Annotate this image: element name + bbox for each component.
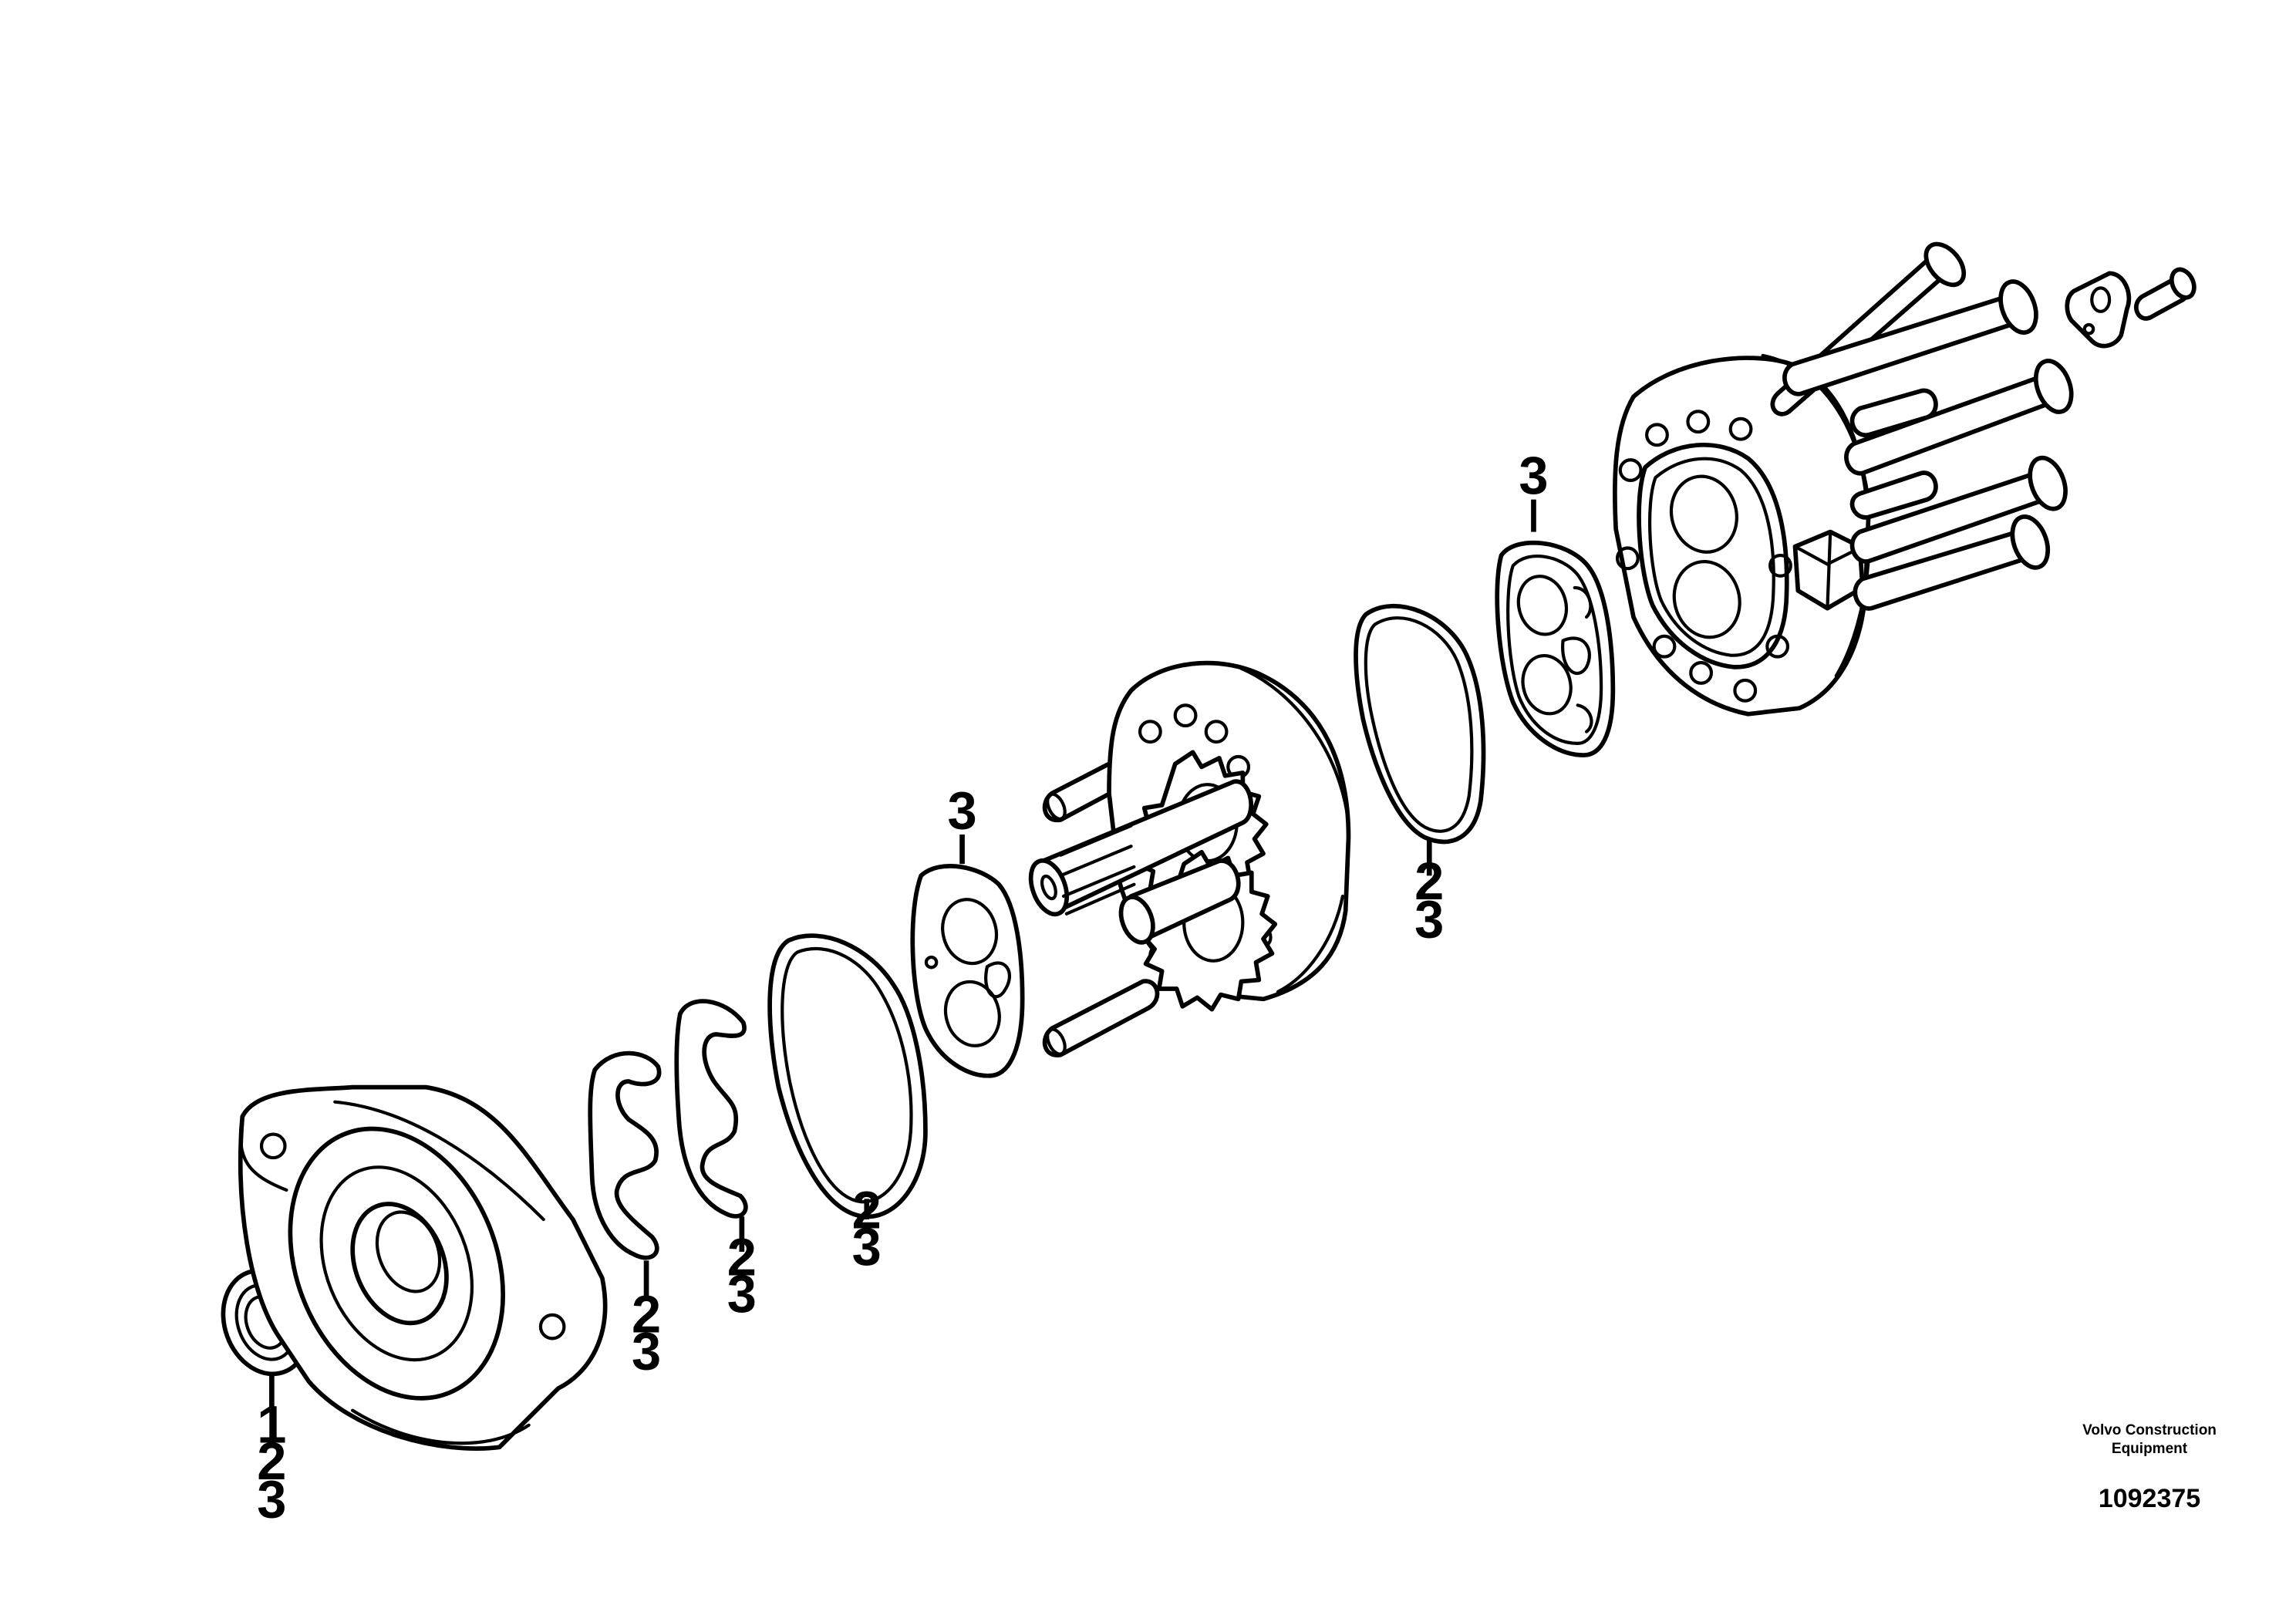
brand-line: Volvo Construction bbox=[2082, 1422, 2217, 1438]
flange-housing bbox=[238, 1084, 608, 1451]
callout-line: 2 bbox=[727, 1227, 757, 1286]
rear-cover bbox=[1612, 353, 1871, 717]
callout-line: 1 bbox=[257, 1395, 286, 1455]
cap-screw-6 bbox=[1849, 388, 1938, 520]
wear-plate-rear bbox=[1495, 540, 1616, 757]
drawing-reference-number: 1092375 bbox=[2098, 1484, 2201, 1513]
brand-caption: Volvo Construction Equipment bbox=[2065, 1421, 2234, 1458]
callout-line: 2 bbox=[632, 1285, 661, 1344]
callout-line: 2 bbox=[257, 1431, 286, 1491]
drive-shaft bbox=[1028, 779, 1253, 945]
seal-ring-a bbox=[588, 1050, 662, 1260]
brand-line: Equipment bbox=[2111, 1441, 2188, 1457]
callout-line: 3 bbox=[632, 1321, 661, 1381]
callout-line: 2 bbox=[1414, 851, 1444, 911]
o-ring-front bbox=[767, 933, 928, 1219]
callout-seal-ring-a: 2 3 bbox=[632, 1285, 661, 1381]
cap-screw-4 bbox=[1849, 455, 2068, 564]
callout-wear-plate-front: 3 bbox=[947, 781, 976, 840]
callout-line: 3 bbox=[947, 781, 976, 840]
cap-screw-3 bbox=[1844, 359, 2074, 476]
callout-o-ring-front: 2 3 bbox=[852, 1180, 882, 1276]
dowel-pin-lower bbox=[1042, 979, 1160, 1057]
callout-line: 3 bbox=[257, 1470, 286, 1529]
callout-wear-plate-rear: 3 bbox=[1519, 446, 1548, 505]
cap-screw-5 bbox=[1853, 514, 2051, 611]
callout-line: 3 bbox=[727, 1264, 757, 1324]
bracket bbox=[2065, 271, 2132, 349]
callout-seal-ring-b: 2 3 bbox=[727, 1227, 757, 1324]
callout-line: 3 bbox=[1519, 446, 1548, 505]
wear-plate-front bbox=[910, 864, 1025, 1078]
seal-ring-b bbox=[674, 999, 748, 1219]
callout-line: 3 bbox=[1414, 889, 1444, 949]
callout-line: 2 bbox=[852, 1180, 882, 1239]
callout-line: 3 bbox=[852, 1217, 882, 1276]
callout-o-ring-rear: 2 3 bbox=[1414, 851, 1444, 949]
cap-screw-2 bbox=[1782, 279, 2038, 396]
o-ring-rear bbox=[1354, 603, 1486, 845]
callout-shaft-seal: 1 2 3 bbox=[257, 1395, 286, 1529]
bracket-bolt bbox=[2134, 267, 2197, 321]
callout-leaders bbox=[269, 499, 1536, 1411]
